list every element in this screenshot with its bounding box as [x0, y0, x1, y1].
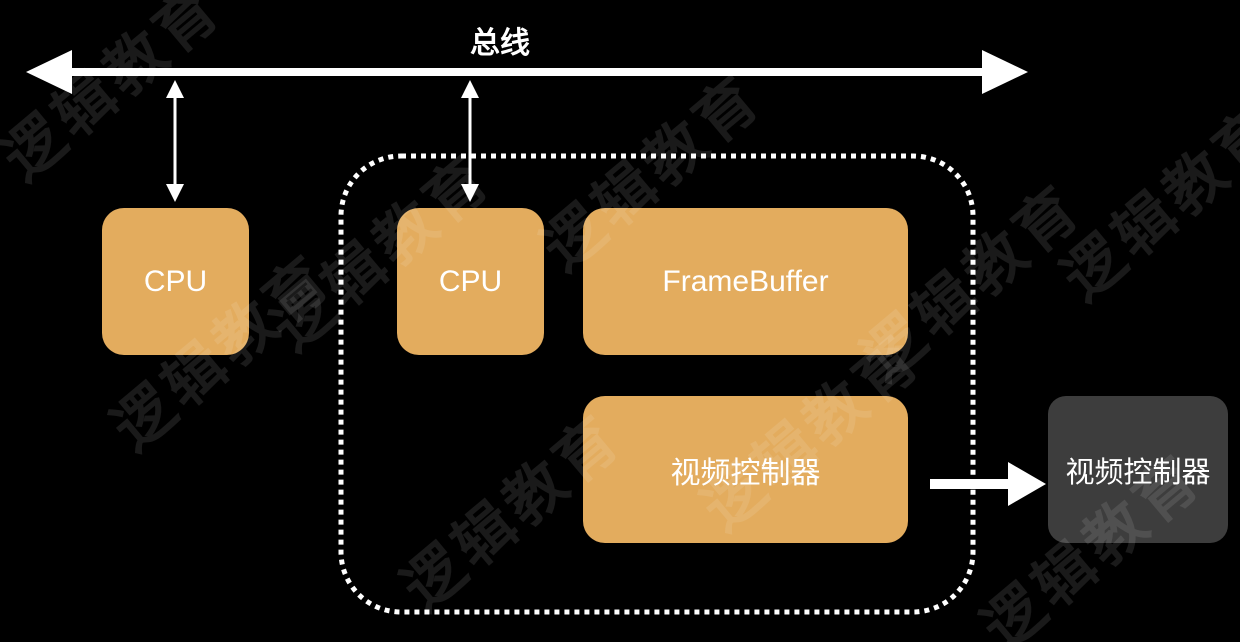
cpu-right-box: CPU: [397, 208, 544, 355]
video-controller-box: 视频控制器: [583, 396, 908, 543]
cpu-right-label: CPU: [438, 264, 503, 298]
video-output-label: 视频控制器: [1065, 456, 1211, 489]
framebuffer-box: FrameBuffer: [583, 208, 908, 355]
cpu-left-bus-connector: [166, 80, 184, 202]
bus-label: 总线: [470, 26, 530, 61]
video-controller-label: 视频控制器: [670, 456, 821, 490]
gpu-group-outline: [338, 153, 976, 615]
output-arrow: [930, 462, 1046, 506]
cpu-left-box: CPU: [102, 208, 249, 355]
video-output-box: 视频控制器: [1048, 396, 1228, 543]
bus-arrow: [26, 50, 1028, 94]
framebuffer-label: FrameBuffer: [662, 264, 829, 298]
cpu-right-bus-connector: [461, 80, 479, 202]
cpu-left-label: CPU: [143, 264, 208, 298]
